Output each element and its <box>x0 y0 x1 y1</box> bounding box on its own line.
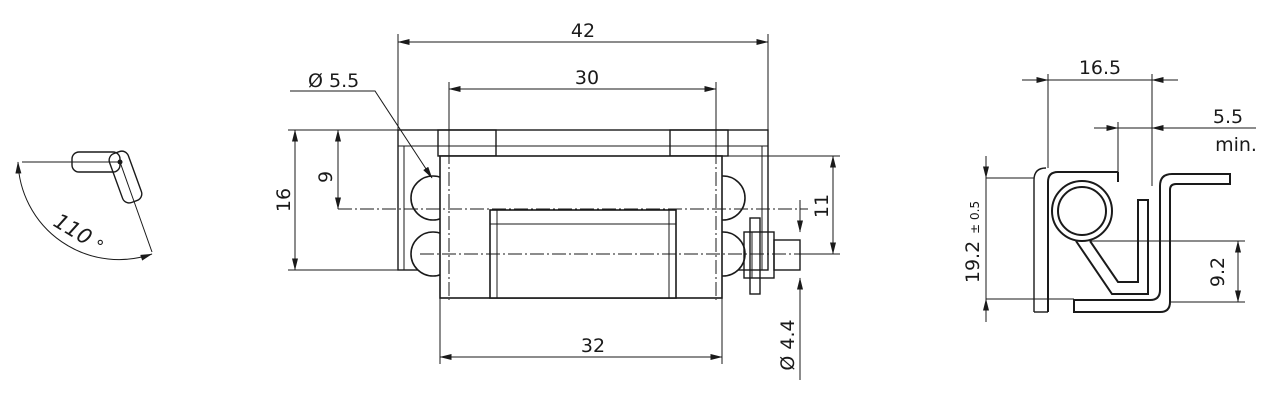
dimension-side-width: 16.5 <box>1022 57 1178 83</box>
center-lines <box>338 150 808 300</box>
dimension-hole-spacing: 30 <box>448 67 717 92</box>
gap-value-label: 5.5 <box>1213 106 1243 128</box>
hole-height-label: 9 <box>315 171 337 183</box>
pin-end <box>743 217 801 295</box>
side-left-leaf <box>1033 167 1119 313</box>
dimension-hole-height: 9 <box>315 129 341 210</box>
dimension-height-right: 11 <box>811 155 836 255</box>
side-height-label: 19.2± 0.5 <box>962 201 984 283</box>
side-offset-label: 9.2 <box>1207 257 1229 287</box>
dimension-knuckle-length: 32 <box>439 335 723 360</box>
angle-label: 110° <box>49 209 108 258</box>
side-extension-lines <box>986 74 1245 303</box>
extension-lines <box>288 34 840 364</box>
side-bottom-leaf <box>1073 173 1231 313</box>
height-right-label: 11 <box>811 194 833 218</box>
hole-spacing-label: 30 <box>575 67 599 89</box>
dimension-hole-diameter: Ø 5.5 <box>290 70 433 179</box>
dimension-pin-diameter: Ø 4.4 <box>777 200 803 380</box>
pin-diameter-label: Ø 4.4 <box>777 319 799 370</box>
gap-note-label: min. <box>1215 134 1257 156</box>
side-knuckle <box>1051 180 1113 242</box>
front-view: 42 30 Ø 5.5 16 9 11 32 <box>273 20 840 380</box>
side-width-label: 16.5 <box>1079 57 1121 79</box>
dimension-side-height: 19.2± 0.5 <box>962 156 989 322</box>
knuckle-length-label: 32 <box>581 335 605 357</box>
height-left-label: 16 <box>273 188 295 212</box>
overall-length-label: 42 <box>571 20 595 42</box>
dimension-gap: 5.5 min. <box>1094 106 1257 156</box>
hole-diameter-label: Ø 5.5 <box>308 70 359 92</box>
angle-arc <box>15 161 153 261</box>
dimension-overall-length: 42 <box>397 20 769 45</box>
side-view: 16.5 5.5 min. 19.2± 0.5 9.2 <box>962 57 1257 322</box>
dimension-height-left: 16 <box>273 129 298 271</box>
angle-view: 110° <box>15 150 153 261</box>
dimension-side-offset: 9.2 <box>1207 240 1241 303</box>
